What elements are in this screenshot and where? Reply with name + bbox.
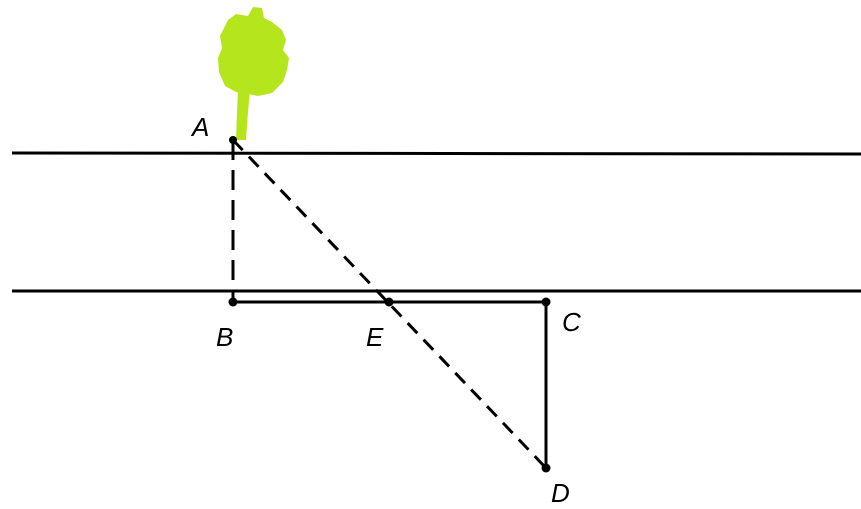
- point-e: [384, 297, 394, 307]
- point-b: [228, 297, 238, 307]
- tree-crown: [218, 7, 289, 96]
- label-e: E: [366, 322, 384, 352]
- point-d: [541, 463, 551, 473]
- point-c: [541, 297, 551, 307]
- label-a: A: [190, 112, 209, 142]
- tree-icon: [218, 7, 289, 140]
- label-c: C: [562, 307, 581, 337]
- point-a: [229, 136, 237, 144]
- label-b: B: [216, 322, 233, 352]
- tree-trunk: [236, 90, 250, 140]
- upper-riverbank-line: [11, 151, 861, 156]
- segment-ad: [231, 138, 548, 470]
- label-d: D: [551, 478, 570, 508]
